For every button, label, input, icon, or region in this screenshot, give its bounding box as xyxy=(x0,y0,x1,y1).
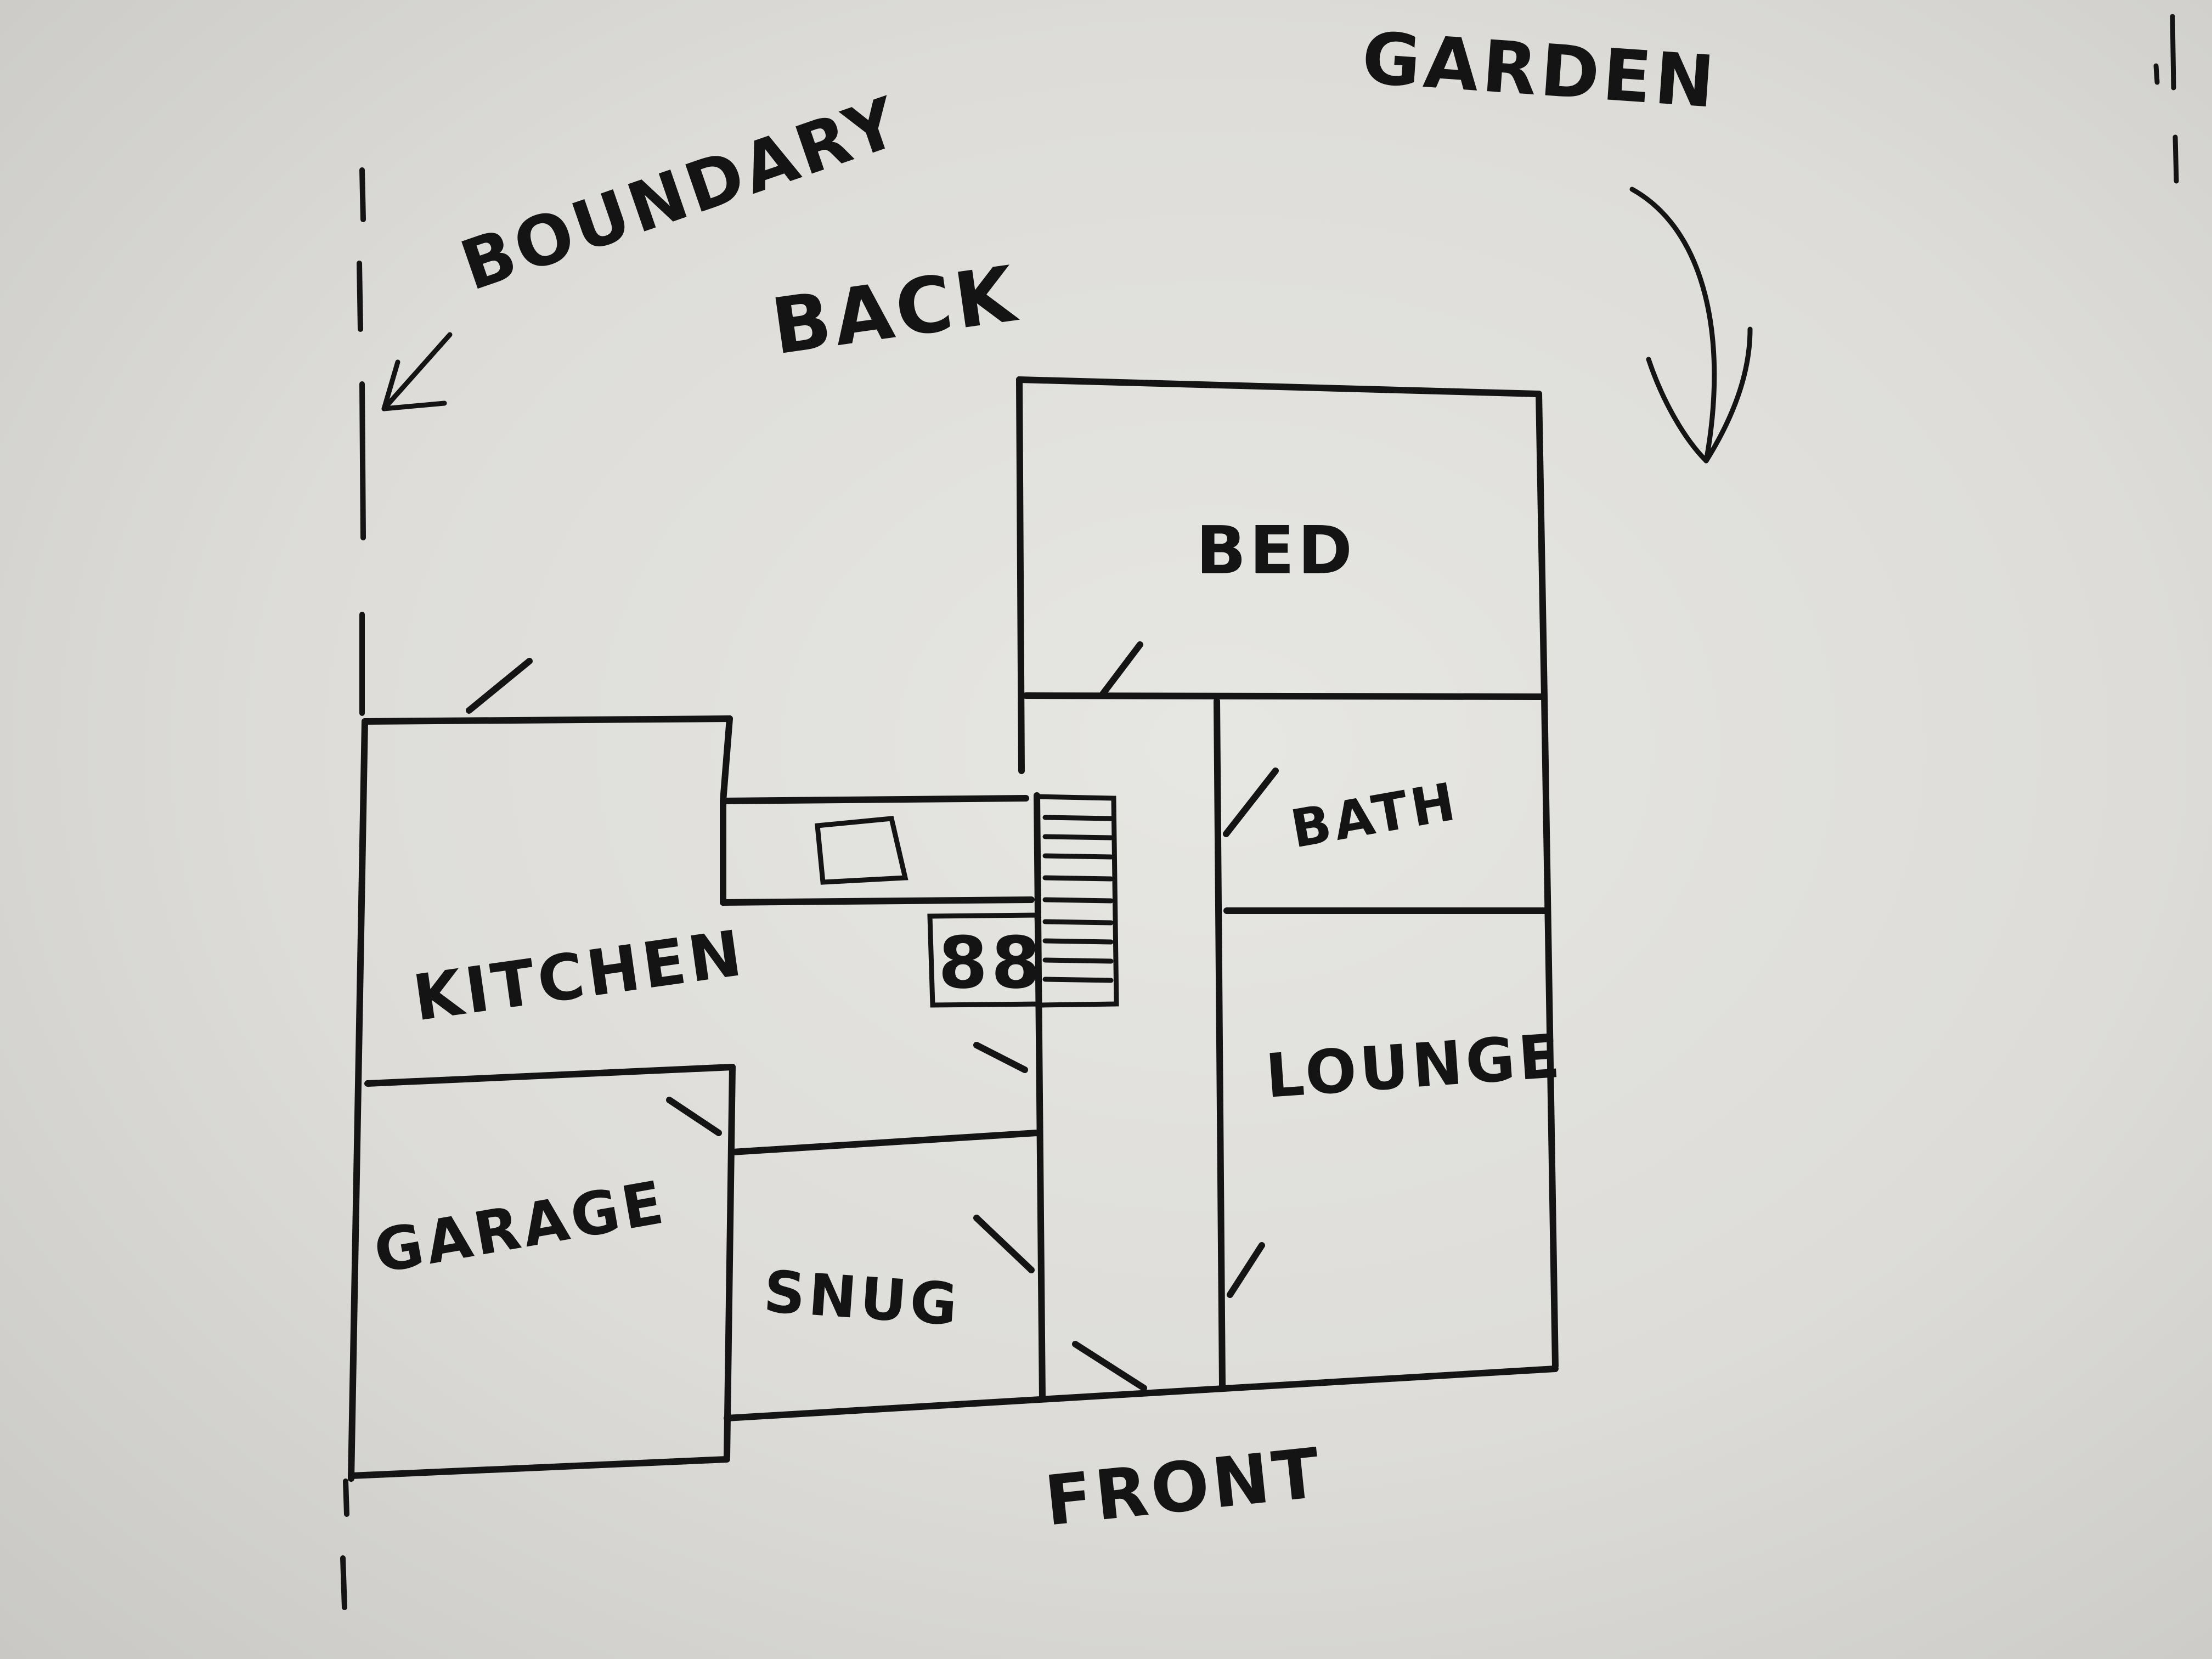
room-label-bed: BED xyxy=(1196,513,1356,589)
left-wing-walls xyxy=(348,715,1559,1482)
appliance-label: 88 xyxy=(938,921,1044,1005)
front-label: FRONT xyxy=(1041,1434,1327,1542)
door-marks xyxy=(466,641,1279,1391)
room-label-garage: GARAGE xyxy=(369,1168,672,1286)
sink-icon xyxy=(815,816,909,885)
staircase xyxy=(1034,794,1119,1008)
appliance-box xyxy=(927,912,1042,1008)
right-wing-walls xyxy=(1016,376,1559,1389)
boundary-line xyxy=(340,167,366,1610)
garden-label: GARDEN xyxy=(1359,16,1720,124)
garden-arrow-icon xyxy=(1629,187,1753,464)
room-label-snug: SNUG xyxy=(761,1258,963,1339)
back-label: BACK xyxy=(766,250,1024,373)
boundary-arrow-icon xyxy=(381,332,453,411)
room-label-lounge: LOUNGE xyxy=(1263,1020,1565,1111)
edge-scribble xyxy=(2153,14,2179,184)
room-label-kitchen: KITCHEN xyxy=(409,916,749,1035)
room-label-bath: BATH xyxy=(1286,771,1463,860)
